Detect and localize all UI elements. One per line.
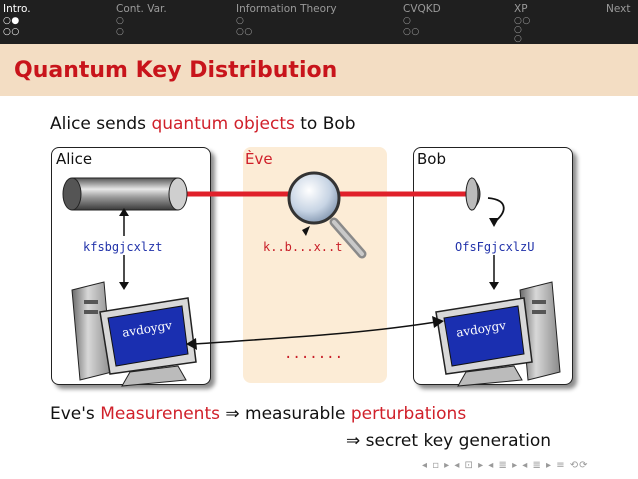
subtitle-prefix: Alice sends (50, 114, 152, 134)
beamer-navigation-controls[interactable]: ◂ ▫ ▸ ◂ ⊡ ▸ ◂ ≣ ▸ ◂ ≣ ▸ ≡ ⟲⟳ (422, 460, 589, 471)
nav-label-xp[interactable]: XP (514, 3, 528, 15)
subtitle-highlight: quantum objects (151, 114, 295, 134)
alice-arrowhead-up (119, 208, 129, 216)
nav-dots-xp-row2[interactable]: ○ (514, 25, 523, 35)
eve-arrowhead (302, 226, 310, 236)
alice-computer-icon (71, 281, 197, 387)
nav-dots-information-theory-row1[interactable]: ○ (236, 16, 245, 26)
eve-label: Ève (245, 150, 273, 168)
bob-computer-icon (435, 281, 561, 387)
navigation-bar: Intro. ○● ○○ Cont. Var. ○ ○ Information … (0, 0, 638, 44)
nav-dots-cvqkd-row2[interactable]: ○○ (403, 27, 420, 37)
bottom-highlight-measurements: Measurenents (100, 404, 220, 424)
frame-title-bar (0, 44, 638, 96)
eve-key: k..b...x..t (263, 240, 343, 254)
nav-dots-intro-row2[interactable]: ○○ (3, 27, 20, 37)
detector-icon (465, 176, 505, 223)
eve-dots: ....... (284, 346, 344, 362)
bottom-highlight-perturbations: perturbations (350, 404, 467, 424)
alice-label: Alice (56, 150, 93, 168)
subtitle-suffix: to Bob (294, 114, 356, 134)
bob-arrowhead-down (489, 282, 499, 290)
nav-dots-xp-row1[interactable]: ○○ (514, 16, 531, 26)
bottom-line-2: ⇒ secret key generation (346, 431, 552, 451)
subtitle: Alice sends quantum objects to Bob (50, 114, 356, 134)
nav-dots-cont-var-row1[interactable]: ○ (116, 16, 125, 26)
alice-arrowhead-down (119, 282, 129, 290)
nav-dots-information-theory-row2[interactable]: ○○ (236, 27, 253, 37)
alice-key: kfsbgjcxlzt (83, 240, 163, 254)
bottom-prefix: Eve's (50, 404, 101, 424)
nav-label-information-theory[interactable]: Information Theory (236, 3, 337, 15)
frame-title: Quantum Key Distribution (14, 58, 338, 83)
bottom-line-1: Eve's Measurenents ⇒ measurable perturba… (50, 404, 466, 424)
magnifier-icon (287, 171, 367, 259)
classical-channel-line (193, 321, 437, 345)
nav-dots-xp-row3[interactable]: ○ (514, 34, 523, 44)
bob-key: OfsFgjcxlzU (455, 240, 535, 254)
nav-dots-intro-row1[interactable]: ○● (3, 16, 20, 26)
nav-label-cvqkd[interactable]: CVQKD (403, 3, 441, 15)
nav-label-next[interactable]: Next (606, 3, 631, 15)
classical-arrowhead-left (186, 338, 197, 350)
nav-dots-cvqkd-row1[interactable]: ○ (403, 16, 412, 26)
nav-dots-cont-var-row2[interactable]: ○ (116, 27, 125, 37)
laser-source-icon (62, 177, 188, 211)
bob-arrowhead-top (489, 218, 499, 227)
bottom-arrow-text: ⇒ measurable (219, 404, 351, 424)
classical-arrowhead-right (432, 316, 444, 328)
bob-label: Bob (417, 150, 446, 168)
nav-label-intro[interactable]: Intro. (3, 3, 31, 15)
nav-label-cont-var[interactable]: Cont. Var. (116, 3, 167, 15)
